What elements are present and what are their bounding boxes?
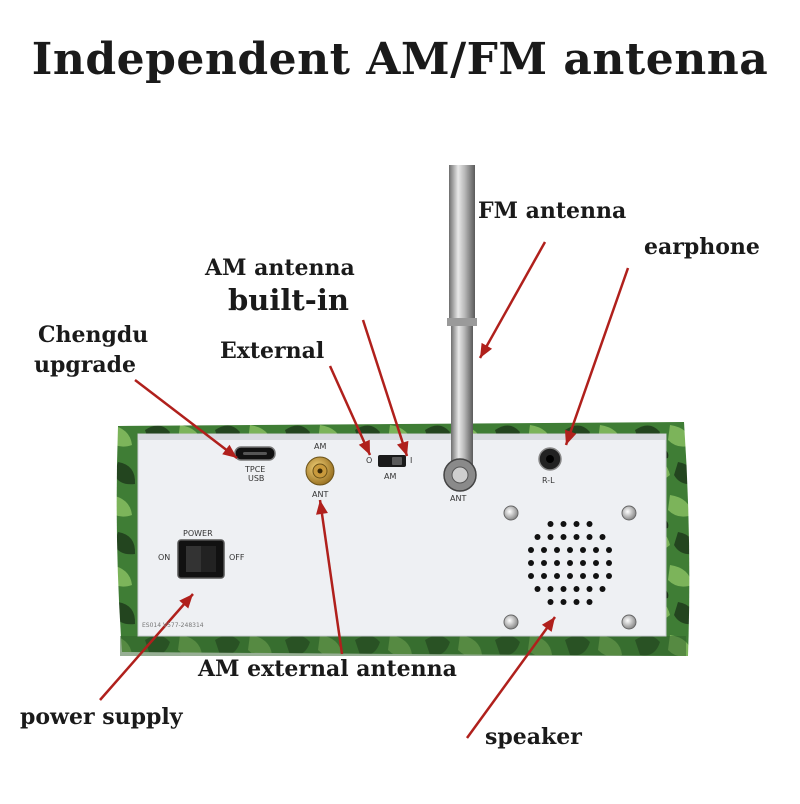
grille-hole [593,560,599,566]
panel-on-label: ON [158,553,171,562]
panel-serial-label: ES014 V577-248314 [142,622,204,629]
usb-c-port [234,446,276,461]
page-title: Independent AM/FM antenna [31,34,769,85]
grille-hole [567,573,573,579]
arrow-fm-antenna [478,241,547,359]
panel-off-label: OFF [229,553,245,562]
grille-hole [560,586,567,592]
label-am-antenna: AM antenna [205,255,355,281]
arrow-speaker [465,616,557,739]
grille-hole [567,547,573,553]
label-external: External [220,338,325,364]
panel-switch-i-label: I [410,456,413,465]
arrow-built-in [361,319,409,457]
label-earphone: earphone [644,234,760,260]
label-speaker: speaker [485,724,582,750]
label-power-supply: power supply [20,704,183,730]
grille-hole [606,573,612,579]
grille-hole [541,560,547,566]
grille-hole [554,560,560,566]
label-built-in: built-in [228,283,349,317]
grille-hole [541,573,547,579]
arrow-am-external-antenna-head [316,500,328,515]
grille-hole [567,560,573,566]
panel-usb-label: USB [248,474,265,483]
am-sma-connector [305,456,335,486]
grille-hole [560,534,567,540]
speaker-grille [528,521,612,605]
grille-hole [593,547,599,553]
panel-tpce-label: TPCE [245,465,266,474]
grille-hole [586,521,593,527]
arrow-earphone [564,267,630,446]
grille-hole [573,521,580,527]
arrow-built-in-head [396,440,409,456]
grille-hole [606,547,612,553]
grille-hole [541,547,547,553]
arrow-power-supply [99,593,194,701]
grille-hole [580,560,586,566]
panel-rl-label: R-L [542,476,555,485]
arrow-am-external-antenna [318,499,344,655]
grille-hole [593,573,599,579]
panel-power-label: POWER [183,529,213,538]
arrow-external-head [358,439,370,455]
label-am-external-antenna: AM external antenna [198,656,457,682]
label-fm-antenna: FM antenna [478,198,627,224]
grille-hole [547,521,554,527]
panel-am-label: AM [314,442,327,451]
grille-hole [599,586,606,592]
grille-hole [573,599,580,605]
grille-hole [573,534,580,540]
grille-hole [554,547,560,553]
grille-hole [560,599,567,605]
grille-hole [599,534,606,540]
power-switch [177,539,225,579]
grille-hole [547,586,554,592]
earphone-jack [538,447,562,471]
fm-telescopic-antenna [443,165,477,492]
grille-hole [573,586,580,592]
am-antenna-switch [378,455,406,467]
grille-hole [560,521,567,527]
grille-hole [586,586,593,592]
label-upgrade: upgrade [34,352,136,378]
grille-hole [534,534,541,540]
panel-ant-left-label: ANT [312,490,329,499]
panel-switch-o-label: O [366,456,373,465]
grille-hole [547,534,554,540]
arrow-chengdu-upgrade [134,379,238,459]
arrow-earphone-head [564,429,577,445]
grille-hole [534,586,541,592]
grille-hole [606,560,612,566]
arrow-fm-antenna-head [480,342,493,358]
arrow-power-supply-head [179,594,193,609]
grille-hole [580,547,586,553]
panel-switch-am-label: AM [384,472,397,481]
grille-hole [528,547,534,553]
annotation-arrows [99,241,630,739]
arrow-chengdu-upgrade-head [222,444,237,458]
grille-hole [547,599,554,605]
grille-hole [528,560,534,566]
grille-hole [580,573,586,579]
panel-ant-center-label: ANT [450,494,467,503]
label-chengdu: Chengdu [38,322,149,348]
grille-hole [586,599,593,605]
arrow-external [328,365,372,456]
speaker-screws [503,505,637,630]
arrow-speaker-head [541,617,555,632]
grille-hole [528,573,534,579]
grille-hole [586,534,593,540]
grille-hole [554,573,560,579]
